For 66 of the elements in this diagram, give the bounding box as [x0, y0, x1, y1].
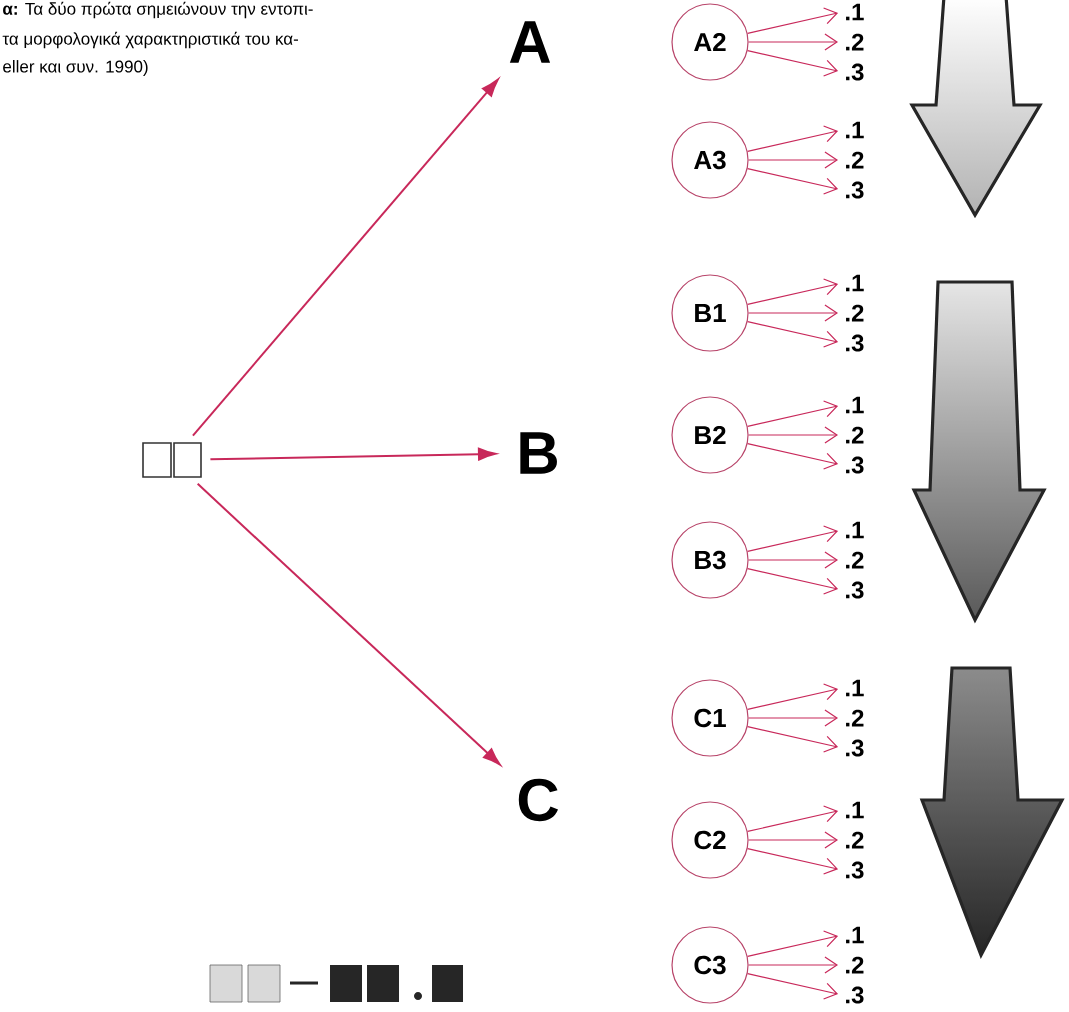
- arrow: [748, 956, 838, 974]
- digit-label: .1: [846, 521, 864, 539]
- letter-label: C: [518, 778, 559, 822]
- arrow: [748, 426, 838, 444]
- digit-label: .1: [846, 926, 864, 944]
- digit-label: .2: [846, 831, 864, 849]
- circle-node: B1: [671, 274, 749, 352]
- arrow: [747, 683, 839, 711]
- digit-label: .1: [846, 121, 864, 139]
- circle-node: A3: [671, 121, 749, 199]
- arrow: [747, 167, 839, 195]
- digit-label: .1: [846, 396, 864, 414]
- arrow: [747, 125, 839, 153]
- digit-label: .3: [846, 181, 864, 199]
- arrow: [747, 7, 839, 35]
- arrow: [748, 304, 838, 322]
- circle-node: C2: [671, 801, 749, 879]
- arrow: [747, 442, 839, 470]
- arrow: [747, 320, 839, 348]
- digit-label: .3: [846, 334, 864, 352]
- arrow: [747, 49, 839, 77]
- arrow: [747, 278, 839, 306]
- digit-label: .1: [846, 274, 864, 292]
- arrow: [747, 725, 839, 753]
- arrow: [191, 78, 499, 437]
- digit-label: .2: [846, 151, 864, 169]
- arrow: [747, 567, 839, 595]
- circle-node: B3: [671, 521, 749, 599]
- circle-node: A2: [671, 3, 749, 81]
- arrow: [748, 551, 838, 569]
- digit-label: .2: [846, 709, 864, 727]
- digit-label: .2: [846, 426, 864, 444]
- circle-node: C3: [671, 926, 749, 1004]
- digit-label: .1: [846, 679, 864, 697]
- circle-node: B2: [671, 396, 749, 474]
- circle-node: C1: [671, 679, 749, 757]
- digit-label: .2: [846, 33, 864, 51]
- arrow: [748, 831, 838, 849]
- arrow: [747, 805, 839, 833]
- caption-text: eller και συν. 1990): [3, 60, 148, 76]
- empty-squares: [142, 442, 202, 478]
- arrow: [748, 33, 838, 51]
- arrow: [747, 525, 839, 553]
- arrow: [747, 972, 839, 1000]
- arrow: [747, 400, 839, 428]
- digit-label: .3: [846, 63, 864, 81]
- arrow: [748, 709, 838, 727]
- digit-label: .1: [846, 3, 864, 21]
- digit-label: .3: [846, 581, 864, 599]
- digit-label: .1: [846, 801, 864, 819]
- digit-label: .2: [846, 304, 864, 322]
- caption-text: τα μορφολογικά χαρακτηριστικά του κα-: [2, 31, 298, 49]
- digit-label: .2: [846, 551, 864, 569]
- digit-label: .3: [846, 739, 864, 757]
- arrow: [209, 447, 497, 461]
- arrow: [748, 151, 838, 169]
- letter-label: B: [520, 432, 557, 474]
- digit-label: .3: [846, 456, 864, 474]
- digit-label: .3: [846, 861, 864, 879]
- digit-label: .2: [846, 956, 864, 974]
- digit-label: .3: [846, 986, 864, 1004]
- arrow: [747, 847, 839, 875]
- caption-text: α: Τα δύο πρώτα σημειώνουν την εντοπι-: [3, 1, 313, 19]
- arrow: [747, 930, 839, 958]
- letter-label: A: [509, 21, 551, 63]
- arrow: [196, 482, 501, 766]
